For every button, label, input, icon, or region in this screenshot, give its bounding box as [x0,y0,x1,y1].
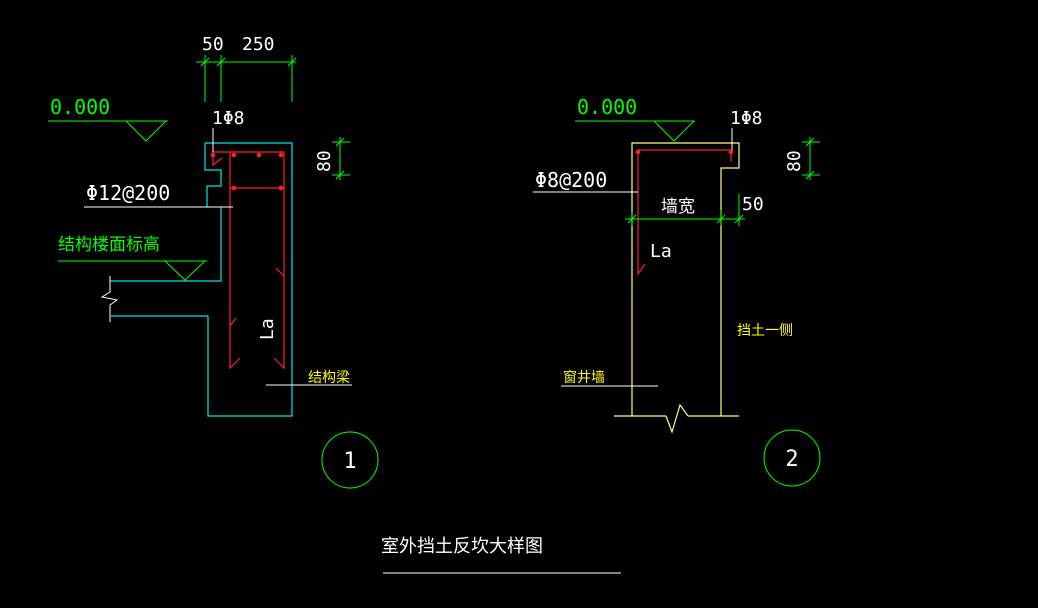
dimension-250-text: 250 [242,34,275,55]
rebar-top-text: 1Φ8 [730,108,763,129]
wall-outline [614,142,740,434]
dimension-80-text: 80 [314,150,335,172]
detail-number-circle [763,429,821,487]
dimension-80 [802,137,820,180]
rebar-top-text: 1Φ8 [212,108,245,129]
dimension-50-text: 50 [202,34,224,55]
wall-width-text: 墙宽 [661,197,695,217]
dimension-80-text: 80 [784,150,805,172]
detail-number-text: 2 [785,447,798,472]
concrete-outline [111,142,293,417]
rebar-dots [210,152,284,191]
elevation-text: 0.000 [577,95,637,119]
floor-level-text: 结构楼面标高 [58,235,160,255]
window-well-text: 窗井墙 [563,369,605,386]
dimension-50-text: 50 [742,194,764,215]
anchor-length-text: La [257,318,278,340]
anchor-length-text: La [650,241,672,262]
drawing-title: 室外挡土反坎大样图 [381,536,543,557]
rebar-cage [212,151,285,370]
detail-number-circle [321,431,379,489]
dimension-wall-width [625,194,745,226]
rebar-dist-text: Φ12@200 [86,181,170,205]
elevation-symbol [48,120,168,142]
detail-number-text: 1 [343,449,356,474]
elevation-symbol [575,120,695,142]
detail-2: 0.000 1Φ8 80 [533,95,821,487]
concrete-outline-top-step [204,143,222,207]
rebar-dist-text: Φ8@200 [535,168,607,192]
detail-1: 50 250 0.000 [48,34,379,489]
break-line [100,276,119,322]
dimension-50-250 [196,55,297,102]
beam-label-text: 结构梁 [308,370,350,386]
floor-level-symbol [58,260,207,281]
rebar-dots [635,149,734,155]
dimension-80 [332,137,350,180]
concrete-outline-slab [110,207,222,282]
retaining-side-text: 挡土一侧 [737,323,793,339]
elevation-text: 0.000 [50,95,110,119]
